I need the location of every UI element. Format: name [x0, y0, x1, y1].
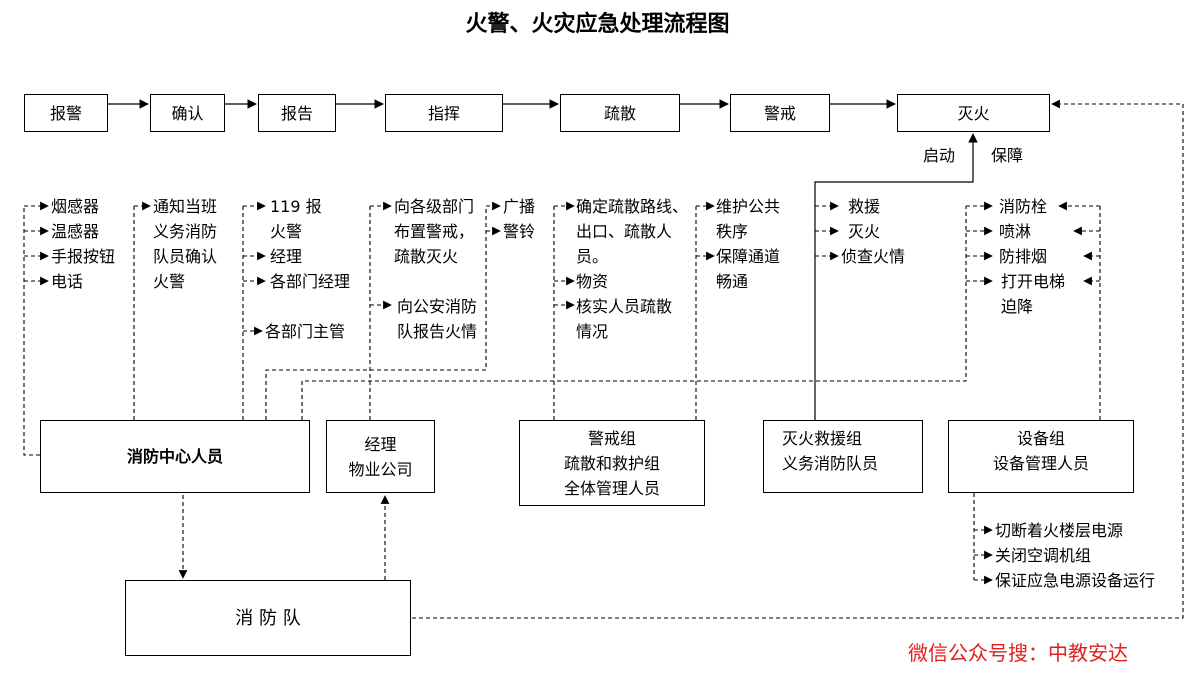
equipment-group-line: 设备组 — [1016, 429, 1065, 448]
report-target-item: 119 报火警 — [270, 197, 322, 241]
alarm-source-item: 手报按钮 — [51, 247, 116, 266]
power-item: 切断着火楼层电源 — [995, 521, 1124, 540]
rescue-item: 灭火 — [848, 222, 881, 241]
report-target-item: 各部门经理 — [270, 272, 351, 291]
guard-group-line: 疏散和救护组 — [563, 453, 660, 473]
start-label: 启动 — [923, 146, 956, 165]
fire-center-staff-label: 消防中心人员 — [126, 447, 223, 466]
step-alarm-label: 报警 — [49, 103, 82, 123]
guard-group-line: 警戒组 — [587, 428, 636, 448]
equipment-item: 喷淋 — [999, 222, 1032, 241]
equipment-group-box: 设备组 设备管理人员 — [948, 420, 1134, 493]
guard-group-line: 全体管理人员 — [563, 478, 660, 498]
step-alarm-box: 报警 — [24, 94, 108, 132]
power-item: 关闭空调机组 — [995, 546, 1092, 565]
fire-brigade-box: 消 防 队 — [125, 580, 411, 656]
equipment-item: 防排烟 — [999, 247, 1048, 266]
alarm-source-item: 电话 — [51, 272, 84, 291]
step-report-label: 报告 — [280, 103, 313, 123]
alarm-source-item: 温感器 — [51, 222, 100, 241]
step-confirm-label: 确认 — [171, 103, 204, 123]
step-guard-box: 警戒 — [730, 94, 830, 132]
page-title: 火警、火灾应急处理流程图 — [465, 12, 730, 37]
guard-item: 保障通道畅通 — [716, 247, 781, 291]
step-firefight-label: 灭火 — [957, 103, 990, 123]
rescue-group-box: 灭火救援组 义务消防队员 — [763, 420, 923, 493]
evacuate-item: 确定疏散路线、出口、疏散人员。 — [576, 197, 689, 266]
manager-line: 经理 — [364, 434, 397, 454]
alarm-source-item: 烟感器 — [51, 197, 100, 216]
broadcast-item: 广播 — [503, 197, 536, 216]
broadcast-item: 警铃 — [503, 222, 536, 241]
step-command-label: 指挥 — [427, 103, 460, 123]
step-evacuate-box: 疏散 — [560, 94, 680, 132]
equipment-item: 消防栓 — [999, 197, 1048, 216]
rescue-item: 侦查火情 — [841, 247, 906, 266]
step-confirm-box: 确认 — [150, 94, 225, 132]
rescue-group-line: 灭火救援组 — [782, 429, 863, 448]
equipment-item: 打开电梯迫降 — [1001, 272, 1066, 316]
evacuate-item: 核实人员疏散情况 — [576, 297, 673, 341]
command-action-item: 向公安消防队报告火情 — [397, 297, 478, 341]
step-report-box: 报告 — [258, 94, 336, 132]
rescue-group-line: 义务消防队员 — [782, 454, 879, 473]
report-target-item: 经理 — [270, 247, 303, 266]
step-firefight-box: 灭火 — [897, 94, 1050, 132]
step-guard-label: 警戒 — [763, 103, 796, 123]
rescue-item: 救援 — [848, 197, 881, 216]
guard-group-box: 警戒组 疏散和救护组 全体管理人员 — [519, 420, 705, 506]
manager-line: 物业公司 — [348, 459, 413, 479]
power-item: 保证应急电源设备运行 — [995, 571, 1156, 590]
confirm-action-text: 通知当班义务消防队员确认火警 — [153, 197, 218, 291]
watermark-text: 微信公众号搜：中教安达 — [908, 641, 1128, 665]
step-evacuate-label: 疏散 — [603, 103, 636, 123]
guarantee-label: 保障 — [991, 146, 1024, 165]
command-action-item: 向各级部门布置警戒，疏散灭火 — [394, 197, 475, 266]
fire-center-staff-box: 消防中心人员 — [40, 420, 310, 493]
guard-item: 维护公共秩序 — [716, 197, 781, 241]
manager-box: 经理 物业公司 — [326, 420, 435, 493]
step-command-box: 指挥 — [385, 94, 503, 132]
fire-brigade-label: 消 防 队 — [235, 607, 301, 629]
report-target-item: 各部门主管 — [265, 322, 346, 341]
equipment-group-line: 设备管理人员 — [992, 454, 1089, 473]
evacuate-item: 物资 — [576, 272, 609, 291]
